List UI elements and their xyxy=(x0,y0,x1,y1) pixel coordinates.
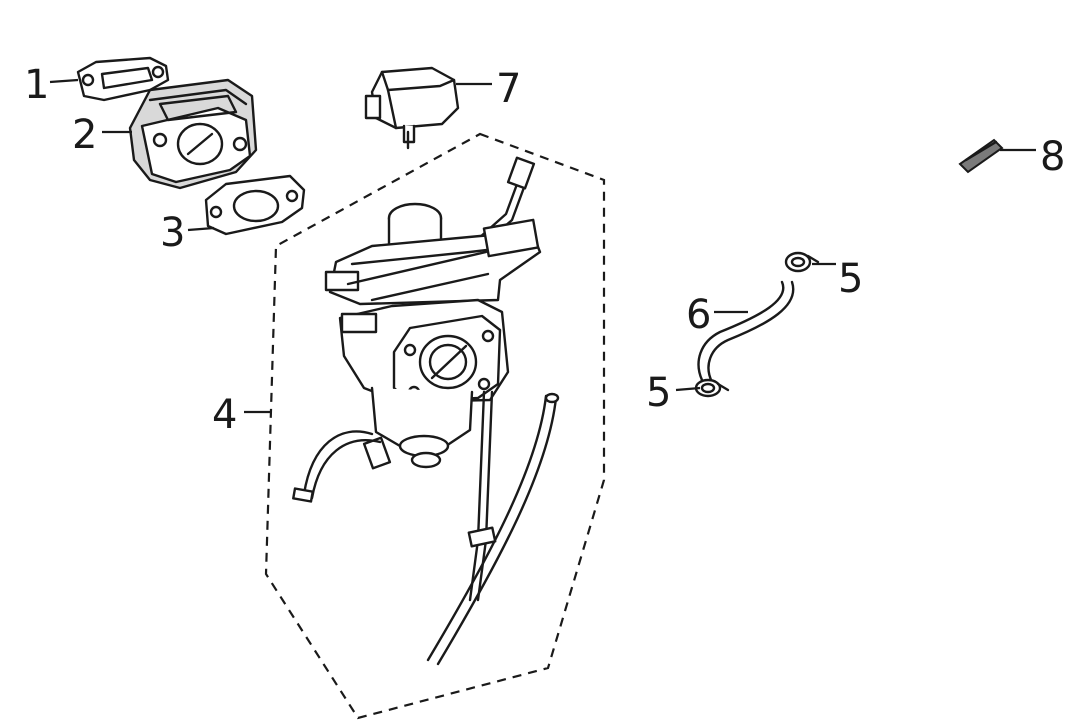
part-5-clamp-upper xyxy=(784,251,820,273)
leader-1 xyxy=(49,78,79,84)
callout-7: 7 xyxy=(496,66,521,112)
part-1-gasket xyxy=(76,56,170,102)
leader-lines xyxy=(49,78,1036,414)
part-2-insulator xyxy=(128,78,258,190)
callout-6: 6 xyxy=(686,292,711,338)
callout-5-lower: 5 xyxy=(646,370,671,416)
leader-5b xyxy=(675,386,701,392)
callout-2: 2 xyxy=(72,112,97,158)
part-4-group-outline xyxy=(264,132,606,720)
callout-4: 4 xyxy=(212,392,237,438)
part-6-hose xyxy=(697,280,795,384)
part-3-gasket xyxy=(204,174,306,236)
part-5-clamp-lower xyxy=(694,378,730,398)
callout-1: 1 xyxy=(24,62,49,108)
part-7-cover xyxy=(364,66,460,150)
part-8-pin xyxy=(958,138,1004,174)
callout-5-upper: 5 xyxy=(838,256,863,302)
callout-3: 3 xyxy=(160,210,185,256)
callout-8: 8 xyxy=(1040,134,1065,180)
part-4-carburetor xyxy=(292,156,560,666)
leader-3 xyxy=(187,226,215,232)
